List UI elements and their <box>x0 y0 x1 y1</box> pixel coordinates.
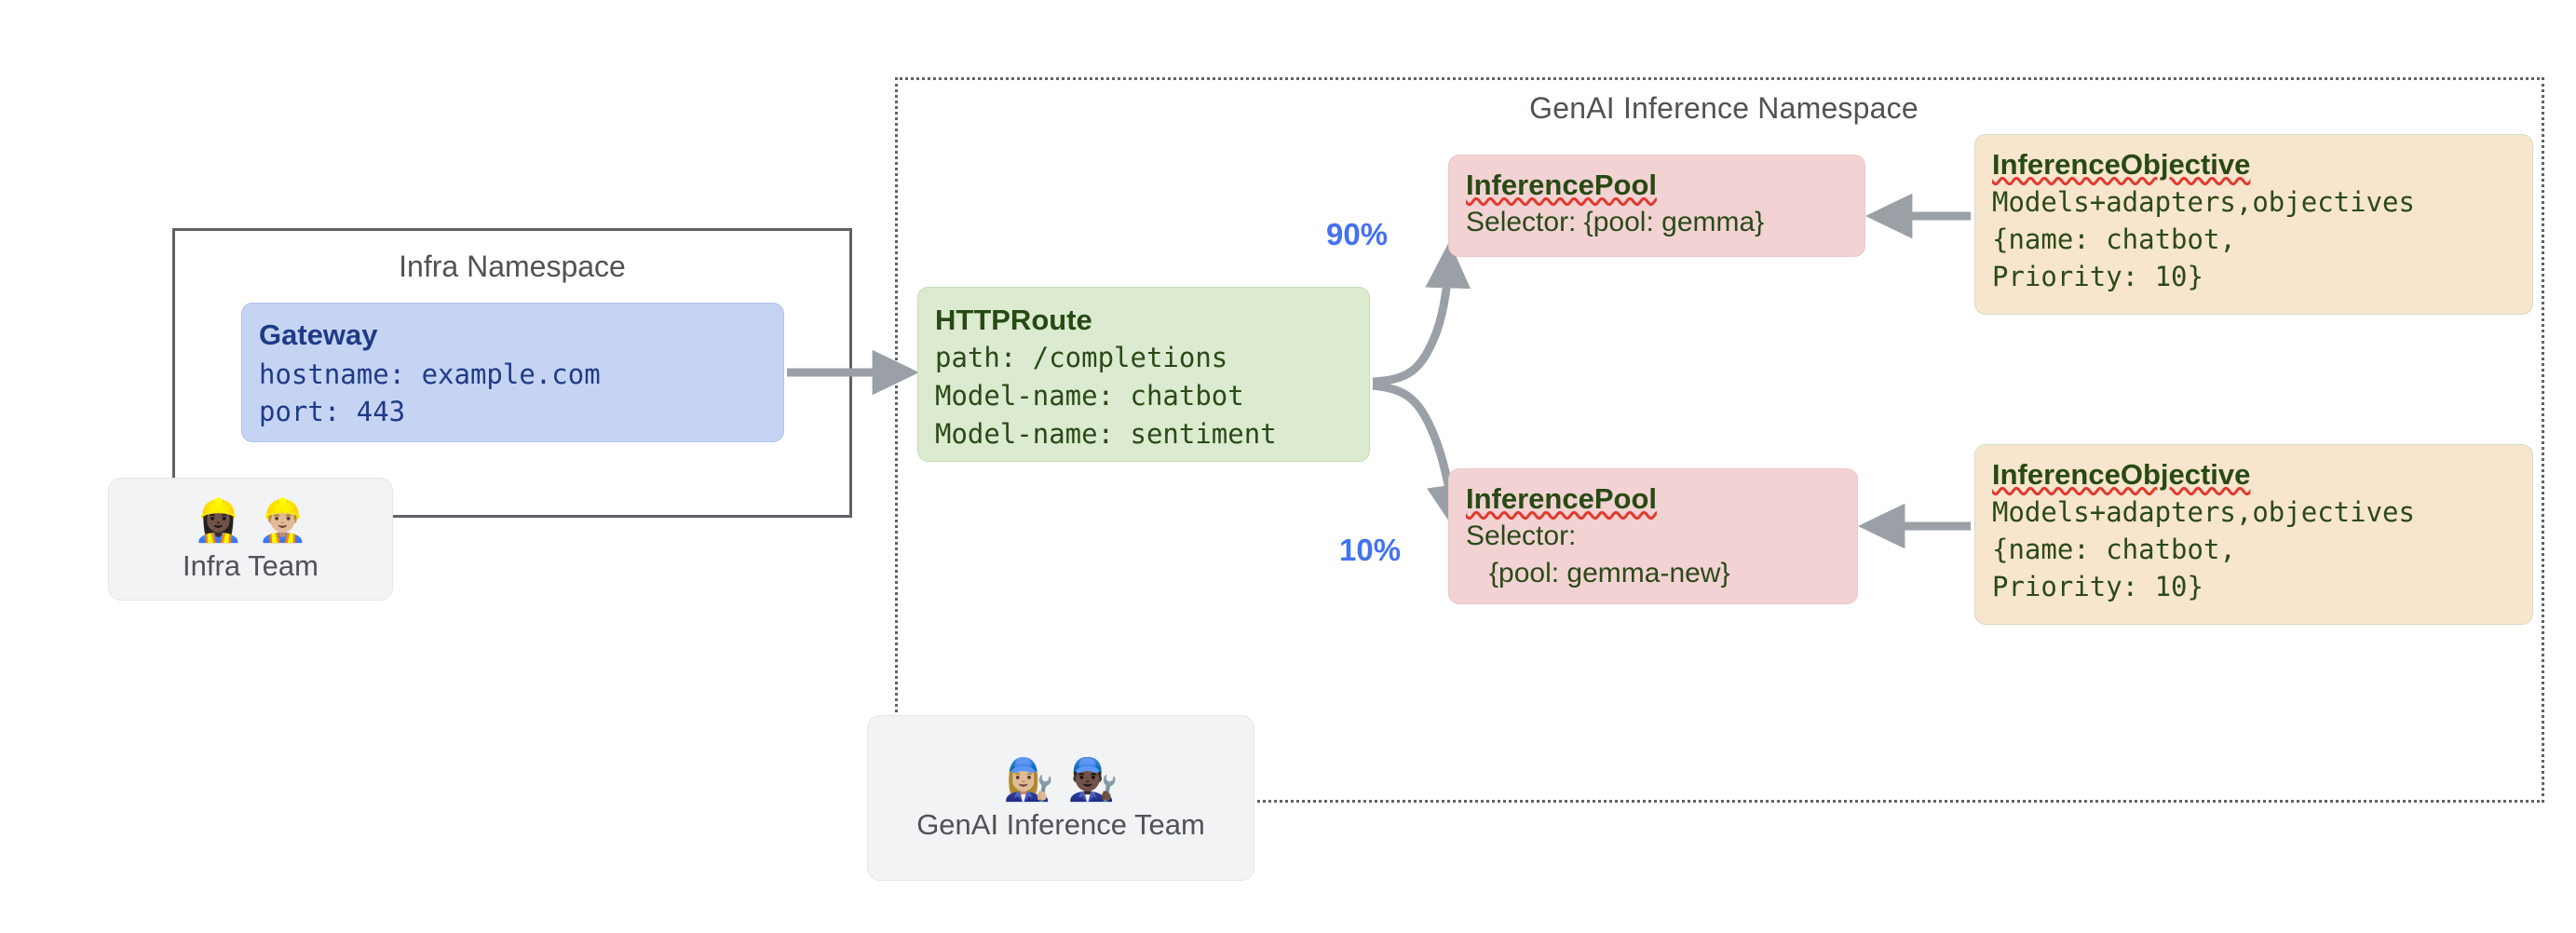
gateway-hostname: hostname: example.com <box>259 358 601 390</box>
inferencepool-gemma-new-title: InferencePool <box>1466 482 1657 515</box>
infra-team-chip[interactable]: 👷🏿‍♀️👷🏼‍♂️ Infra Team <box>108 478 393 601</box>
inferenceobjective-top-title: InferenceObjective <box>1992 148 2251 181</box>
infra-namespace-title: Infra Namespace <box>399 250 626 283</box>
inferenceobjective-bottom-node[interactable]: InferenceObjective Models+adapters,objec… <box>1974 444 2533 625</box>
gateway-node[interactable]: Gateway hostname: example.com port: 443 <box>241 303 784 442</box>
inferencepool-gemma-title: InferencePool <box>1466 169 1657 201</box>
httproute-title: HTTPRoute <box>935 304 1092 336</box>
traffic-split-10-label: 10% <box>1339 533 1402 567</box>
genai-inference-team-chip[interactable]: 👩🏼‍🔧👨🏿‍🔧 GenAI Inference Team <box>867 715 1254 881</box>
httproute-node[interactable]: HTTPRoute path: /completions Model-name:… <box>917 287 1370 462</box>
inferenceobjective-bottom-models: Models+adapters,objectives <box>1992 496 2415 528</box>
genai-inference-namespace-title: GenAI Inference Namespace <box>1529 91 1918 125</box>
inferenceobjective-top-models: Models+adapters,objectives <box>1992 186 2415 218</box>
httproute-model-name-sentiment: Model-name: sentiment <box>935 418 1277 450</box>
mechanic-workers-icon: 👩🏼‍🔧👨🏿‍🔧 <box>1003 756 1132 804</box>
inferenceobjective-bottom-title: InferenceObjective <box>1992 458 2251 491</box>
traffic-split-90-label: 90% <box>1326 217 1389 251</box>
genai-inference-namespace-boundary <box>895 77 2544 803</box>
inferenceobjective-bottom-name: {name: chatbot, <box>1992 534 2236 565</box>
gateway-port: port: 443 <box>259 396 406 427</box>
inferencepool-gemma-new-selector-value: {pool: gemma-new} <box>1466 558 1730 588</box>
inferenceobjective-top-node[interactable]: InferenceObjective Models+adapters,objec… <box>1974 134 2533 315</box>
genai-inference-team-label: GenAI Inference Team <box>916 808 1205 841</box>
inferenceobjective-top-priority: Priority: 10} <box>1992 261 2203 292</box>
inferencepool-gemma-new-selector-label: Selector: <box>1466 521 1577 551</box>
gateway-title: Gateway <box>259 318 378 351</box>
inferencepool-gemma-selector: Selector: {pool: gemma} <box>1466 207 1765 237</box>
inferencepool-gemma-new-node[interactable]: InferencePool Selector: {pool: gemma-new… <box>1448 468 1858 604</box>
inferenceobjective-bottom-priority: Priority: 10} <box>1992 571 2203 602</box>
infra-team-label: Infra Team <box>183 549 319 582</box>
inferenceobjective-top-name: {name: chatbot, <box>1992 223 2236 255</box>
construction-workers-icon: 👷🏿‍♀️👷🏼‍♂️ <box>193 497 321 545</box>
httproute-model-name-chatbot: Model-name: chatbot <box>935 380 1244 412</box>
inferencepool-gemma-node[interactable]: InferencePool Selector: {pool: gemma} <box>1448 155 1865 257</box>
httproute-path: path: /completions <box>935 342 1228 373</box>
